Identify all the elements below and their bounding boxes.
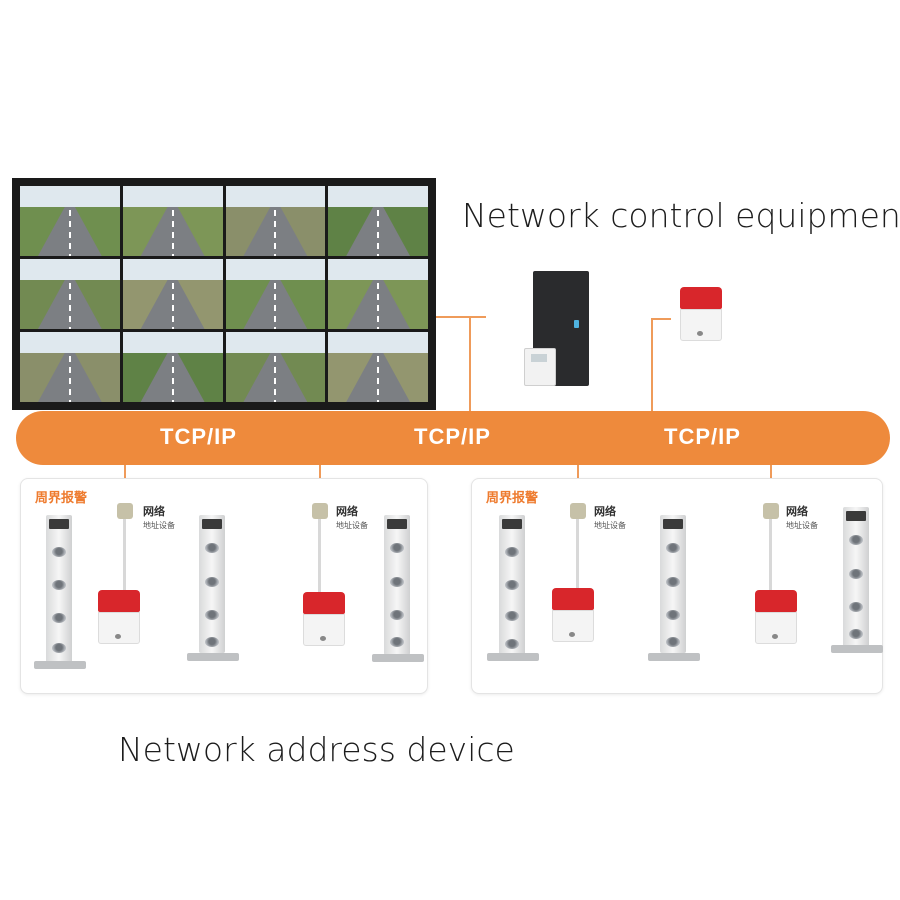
tcp-ip-label-3: TCP/IP [664, 424, 741, 449]
wire [576, 519, 579, 589]
camera-feed-tile [328, 332, 428, 402]
beam-detector-pole-icon [843, 507, 869, 647]
node-title: 网络 [143, 505, 165, 518]
keypad-icon [524, 348, 556, 386]
pole-base [34, 661, 86, 669]
wire [318, 519, 321, 593]
network-connector-icon [570, 503, 586, 519]
pole-base [648, 653, 700, 661]
wall-connector-line [436, 316, 486, 318]
node-title: 网络 [594, 505, 616, 518]
siren-vertical-line [651, 318, 653, 412]
siren-horizontal-line [651, 318, 671, 320]
network-address-heading: Network address device [118, 730, 515, 769]
beam-detector-pole-icon [660, 515, 686, 653]
beam-detector-pole-icon [384, 515, 410, 655]
camera-feed-tile [122, 332, 223, 402]
camera-feed-tile [225, 259, 326, 329]
wire [769, 519, 772, 591]
network-control-heading: Network control equipment [462, 196, 900, 235]
node-subtitle: 地址设备 [786, 521, 818, 530]
network-connector-icon [763, 503, 779, 519]
beam-detector-pole-icon [46, 515, 72, 663]
pole-base [487, 653, 539, 661]
camera-feed-tile [328, 259, 428, 329]
node-subtitle: 地址设备 [336, 521, 368, 530]
node-subtitle: 地址设备 [594, 521, 626, 530]
camera-feed-tile [225, 332, 326, 402]
tcp-ip-bus: TCP/IP TCP/IP TCP/IP [16, 411, 890, 465]
zone-tag: 周界报警 [35, 491, 88, 506]
controller-led-icon [574, 320, 579, 328]
camera-feed-tile [122, 186, 223, 256]
camera-feed-tile [225, 186, 326, 256]
node-title: 网络 [786, 505, 808, 518]
tcp-ip-label-2: TCP/IP [414, 424, 491, 449]
node-title: 网络 [336, 505, 358, 518]
beam-detector-pole-icon [199, 515, 225, 653]
node-subtitle: 地址设备 [143, 521, 175, 530]
network-connector-icon [117, 503, 133, 519]
camera-feed-tile [328, 186, 428, 256]
camera-feed-tile [20, 332, 120, 402]
camera-feed-tile [20, 259, 120, 329]
network-connector-icon [312, 503, 328, 519]
camera-feed-tile [20, 186, 120, 256]
video-wall-icon [12, 178, 436, 410]
controller-vertical-line [469, 316, 471, 412]
wire [123, 519, 126, 591]
tcp-ip-label-1: TCP/IP [160, 424, 237, 449]
pole-base [831, 645, 883, 653]
beam-detector-pole-icon [499, 515, 525, 655]
pole-base [187, 653, 239, 661]
pole-base [372, 654, 424, 662]
camera-feed-tile [122, 259, 223, 329]
zone-tag: 周界报警 [486, 491, 539, 506]
